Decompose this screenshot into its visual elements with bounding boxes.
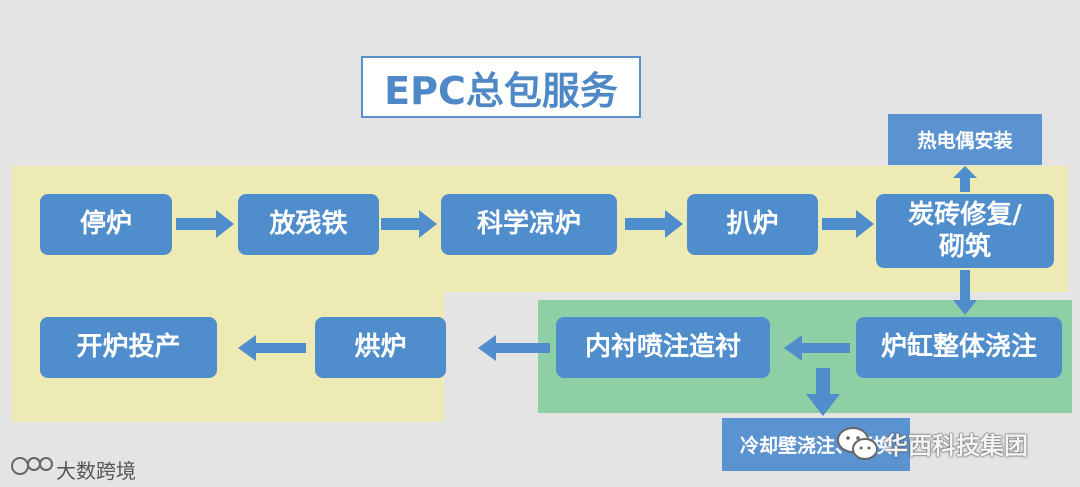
node-cooling: 科学凉炉	[441, 194, 617, 255]
arrow-right-2	[381, 210, 437, 238]
arrow-right-1	[176, 210, 234, 238]
node-stop-furnace: 停炉	[40, 194, 172, 255]
arrow-down-stave	[806, 368, 840, 416]
arrow-right-3	[625, 210, 683, 238]
arrow-right-4	[822, 210, 874, 238]
node-thermocouple: 热电偶安装	[888, 114, 1042, 165]
node-demolish: 扒炉	[687, 194, 818, 255]
node-drying: 烘炉	[315, 317, 446, 378]
arrow-left-1	[784, 335, 850, 361]
arrow-down-hearth	[953, 270, 977, 315]
node-startup: 开炉投产	[40, 317, 217, 378]
wechat-icon	[837, 427, 878, 460]
page-title: EPC总包服务	[361, 56, 641, 118]
watermark-right: 华西科技集团	[884, 432, 1028, 460]
arrow-left-2	[478, 335, 550, 361]
node-brick-repair: 炭砖修复/ 砌筑	[876, 194, 1054, 268]
watermark-logo-icon	[11, 457, 53, 475]
arrow-up-thermocouple	[953, 166, 977, 192]
arrow-left-3	[238, 335, 306, 361]
node-tap-iron: 放残铁	[238, 194, 379, 255]
watermark-left: 大数跨境	[56, 459, 136, 483]
node-hearth-casting: 炉缸整体浇注	[856, 317, 1062, 378]
node-lining-spray: 内衬喷注造衬	[556, 317, 770, 378]
node-stave-cast: 冷却壁浇注、更换	[722, 418, 910, 471]
